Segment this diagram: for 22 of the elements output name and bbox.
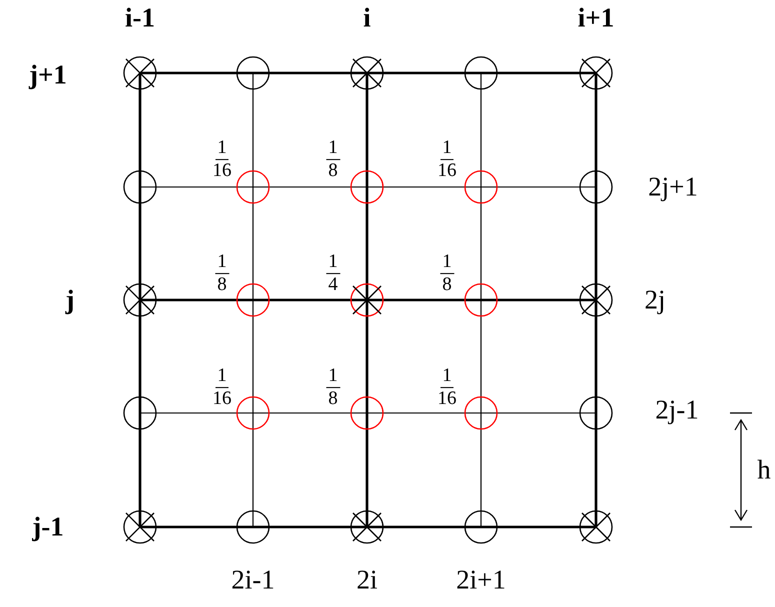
- axis-label: j+1: [29, 62, 67, 88]
- index-label: 2j+1: [648, 174, 698, 200]
- index-label: 2j: [644, 286, 666, 314]
- axis-label: j: [66, 286, 74, 314]
- axis-label: i-1: [125, 4, 155, 32]
- weight-fraction: 1 16: [212, 364, 232, 409]
- weight-fraction: 1 16: [436, 136, 458, 181]
- weight-fraction: 1 8: [215, 250, 229, 295]
- weight-fraction: 1 8: [326, 364, 340, 409]
- axis-label: j-1: [32, 514, 64, 540]
- weight-fraction: 1 4: [326, 250, 340, 295]
- axis-label: i+1: [578, 4, 614, 32]
- weight-fraction: 1 8: [326, 136, 340, 181]
- index-label: 2i-1: [231, 566, 275, 594]
- index-label: 2i: [356, 566, 378, 594]
- axis-label: i: [363, 4, 371, 32]
- dimension-label: h: [757, 456, 771, 484]
- index-label: 2j-1: [655, 396, 699, 424]
- weight-fraction: 1 16: [436, 364, 458, 409]
- index-label: 2i+1: [456, 566, 506, 594]
- weight-fraction: 1 8: [440, 250, 454, 295]
- weight-fraction: 1 16: [212, 136, 232, 181]
